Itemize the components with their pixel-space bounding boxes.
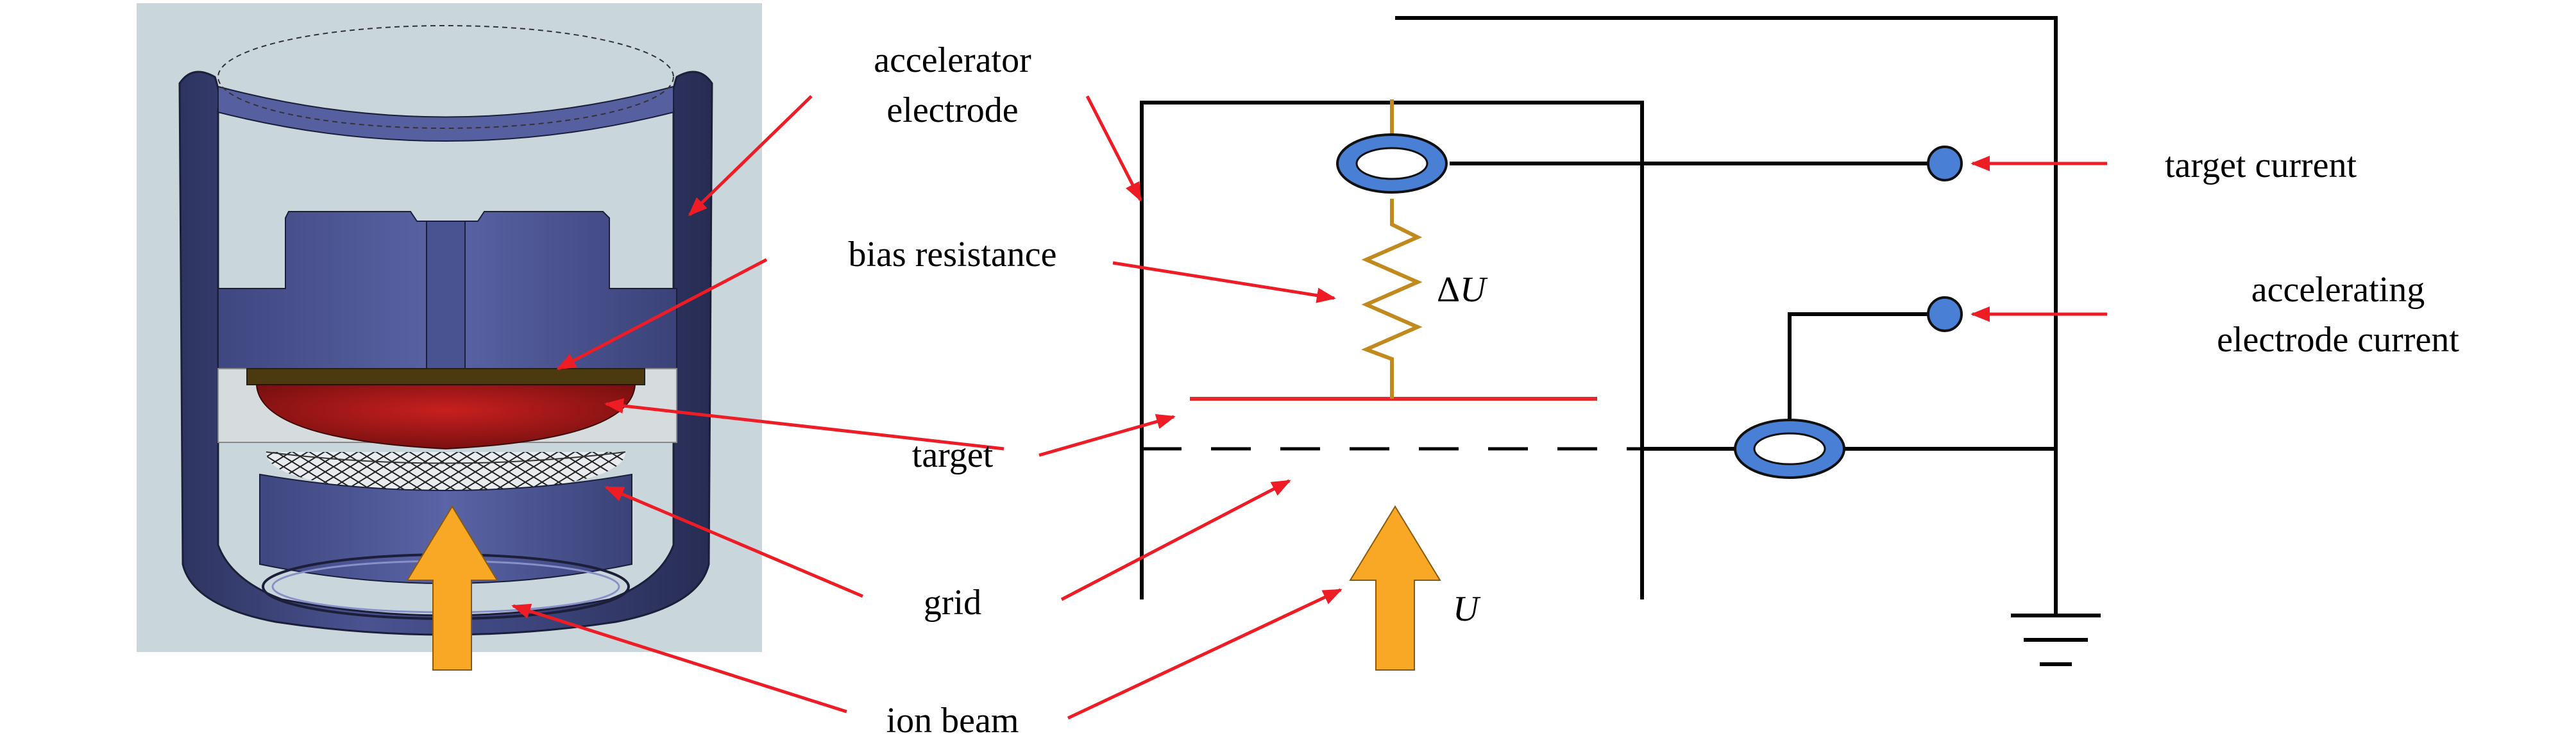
arrow-accelerator-electrode: [688, 95, 813, 217]
label-u: U: [1453, 589, 1481, 629]
label-accelerating: accelerating: [2251, 270, 2425, 310]
label-electrode-current: electrode current: [2217, 320, 2459, 360]
arrow-ion-beam-schematic: [1067, 588, 1343, 720]
accelerating-current-terminal-icon: [1927, 296, 1963, 332]
target-current-terminal-icon: [1927, 146, 1963, 181]
casing-top-outline: [217, 25, 674, 129]
center-post: [426, 221, 466, 369]
label-electrode: electrode: [886, 90, 1018, 130]
label-target: target: [912, 435, 994, 475]
arrow-accelerator-electrode-schematic: [1085, 95, 1142, 202]
top-wire: [1395, 16, 2058, 615]
circuit-schematic: [1140, 16, 2101, 666]
casing-rim: [217, 85, 674, 142]
arrow-target-render: [604, 398, 1004, 451]
ion-beam-arrow-schematic: [1349, 505, 1441, 671]
arrow-bias-left-render: [556, 258, 768, 371]
ion-beam-arrow-render: [406, 505, 498, 671]
accelerating-current-wire: [1788, 312, 1945, 449]
target-plate-layer: [246, 368, 645, 385]
arrow-target-schematic: [1038, 414, 1176, 457]
ground-icon: [2011, 614, 2101, 666]
arrow-bias-resistance: [1112, 261, 1336, 303]
cutaway-render: [137, 3, 762, 671]
arrow-ion-beam-render: [511, 603, 847, 714]
label-target-current: target current: [2165, 146, 2357, 185]
arrow-grid-render: [604, 485, 863, 598]
label-ion-beam: ion beam: [886, 701, 1019, 741]
label-bias-resistance: bias resistance: [849, 235, 1057, 274]
label-accelerator: accelerator: [874, 40, 1031, 80]
arrow-grid-schematic: [1060, 479, 1291, 601]
label-delta-u: ΔU: [1437, 270, 1488, 310]
label-grid: grid: [924, 583, 981, 623]
